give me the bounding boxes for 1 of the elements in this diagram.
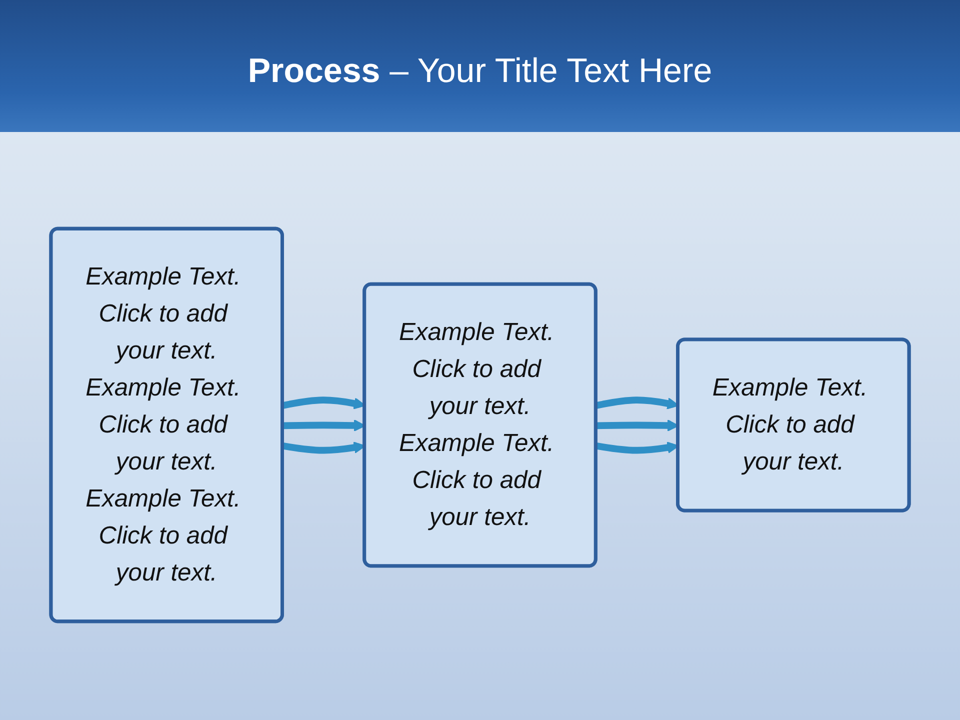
slide-title: Process – Your Title Text Here — [246, 52, 714, 91]
